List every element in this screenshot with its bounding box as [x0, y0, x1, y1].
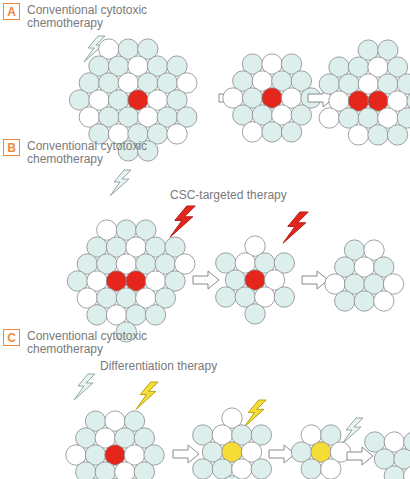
cell	[354, 291, 374, 311]
cell	[216, 287, 236, 307]
therapy-label: Differentiation therapy	[100, 360, 217, 373]
cell	[384, 466, 404, 479]
cell	[193, 459, 213, 479]
cell	[281, 122, 301, 142]
therapy-bolt	[244, 400, 266, 427]
cell	[76, 462, 96, 479]
panel-letter: C	[7, 332, 16, 344]
therapy-label: Conventional cytotoxic chemotherapy	[27, 140, 162, 166]
cell	[95, 462, 115, 479]
panel-letter-box: A	[3, 3, 20, 20]
therapy-bolt	[170, 206, 195, 237]
process-arrow	[193, 271, 219, 289]
panel-letter: B	[7, 142, 16, 154]
cell	[321, 459, 341, 479]
cell	[167, 124, 187, 144]
therapy-bolt	[110, 170, 131, 196]
cell	[87, 305, 107, 325]
cell	[145, 305, 165, 325]
cell	[301, 459, 321, 479]
therapy-bolt	[283, 212, 308, 243]
cell	[374, 291, 394, 311]
cell	[348, 125, 368, 145]
cell	[335, 291, 355, 311]
therapy-bolt	[136, 382, 158, 409]
therapy-label: Conventional cytotoxic chemotherapy	[27, 330, 162, 356]
cell	[368, 125, 388, 145]
process-arrow	[173, 445, 199, 463]
therapy-bolt	[74, 374, 95, 400]
cell	[274, 287, 294, 307]
therapy-label: Conventional cytotoxic chemotherapy	[27, 4, 162, 30]
panel-letter-box: B	[3, 139, 20, 156]
cell	[115, 462, 135, 479]
cell	[245, 304, 265, 324]
panel-letter-box: C	[3, 329, 20, 346]
process-arrow	[302, 271, 328, 289]
cell	[251, 459, 271, 479]
panel-letter: A	[7, 6, 16, 18]
cell	[222, 476, 242, 479]
cell	[242, 122, 262, 142]
cell	[262, 122, 282, 142]
cell	[404, 466, 410, 479]
cell	[319, 108, 339, 128]
cell	[134, 462, 154, 479]
therapy-label: CSC-targeted therapy	[170, 189, 287, 202]
cell	[387, 125, 407, 145]
therapy-bolt	[342, 418, 363, 444]
